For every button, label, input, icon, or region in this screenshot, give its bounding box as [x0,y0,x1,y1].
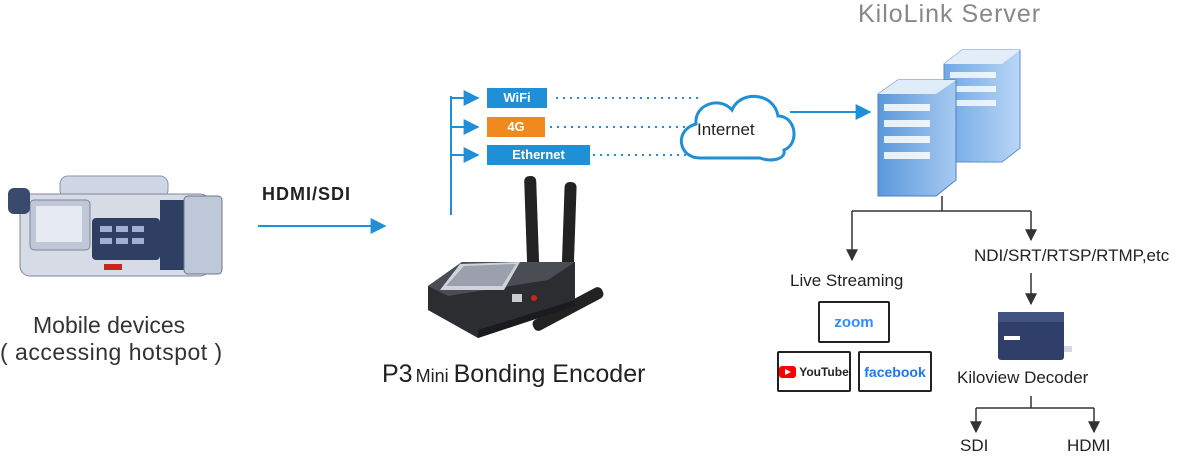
network-badge-wifi: WiFi [487,88,547,108]
source-label-line1: Mobile devices [33,312,186,338]
youtube-logo: YouTube [777,351,851,392]
server-distribution-lines [846,196,1100,434]
server-icon [877,49,1021,197]
network-branch-lines [450,90,480,215]
encoder-label-prefix: P3 [382,360,413,388]
decoder-device-icon [998,312,1072,360]
internet-cloud-icon [679,94,796,162]
facebook-logo: facebook [858,351,932,392]
zoom-logo-text: zoom [834,313,874,331]
network-badge-ethernet: Ethernet [487,145,590,165]
link-label: HDMI/SDI [262,184,351,204]
youtube-logo-text: YouTube [799,364,849,379]
server-label: KiloLink Server [858,0,1042,28]
protocols-label: NDI/SRT/RTSP/RTMP,etc [974,246,1170,265]
camcorder-icon [8,175,223,277]
encoder-label-suffix: Bonding Encoder [453,360,646,388]
decoder-label: Kiloview Decoder [957,368,1089,387]
live-streaming-label: Live Streaming [790,271,904,290]
output-hdmi-label: HDMI [1067,436,1111,455]
facebook-logo-text: facebook [864,363,926,380]
zoom-logo: zoom [818,301,890,343]
internet-label: Internet [697,120,755,139]
source-label-line2: ( accessing hotspot ) [0,339,223,365]
output-sdi-label: SDI [960,436,989,455]
network-badge-4g: 4G [487,117,545,137]
encoder-device-icon [428,175,604,338]
encoder-label-small: Mini [415,366,449,386]
youtube-play-icon [779,365,797,378]
dotted-links [550,97,700,156]
